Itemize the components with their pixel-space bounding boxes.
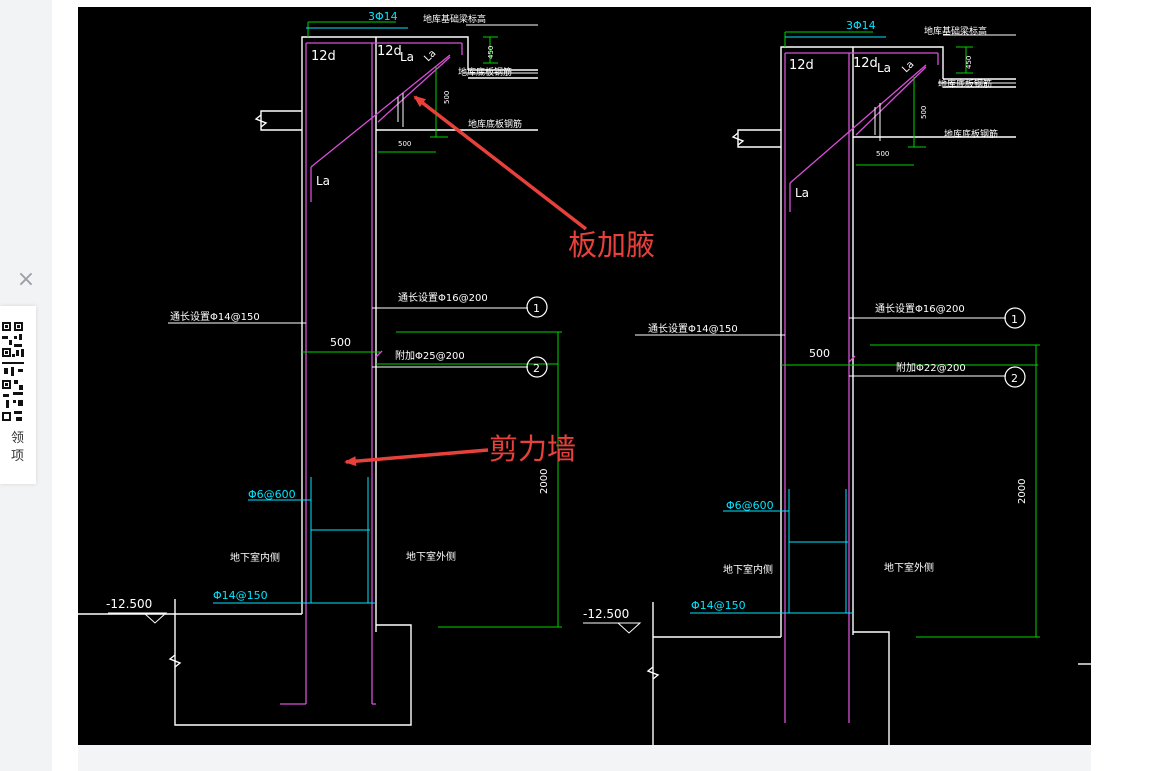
right-callout-circle-1 [1004, 307, 1026, 329]
qr-caption: 领 项 [0, 430, 24, 466]
left-tie-bar: Φ6@600 [248, 488, 296, 501]
shear-wall-label: 剪力墙 [489, 432, 576, 466]
left-bottom-bar: Φ14@150 [213, 589, 268, 602]
right-dim-500-h: 500 [876, 150, 889, 158]
left-la-lower: La [316, 174, 330, 188]
right-outer-bar: 通长设置Φ14@150 [648, 323, 738, 335]
left-la-top: La [400, 50, 414, 64]
right-dim-lines [781, 31, 1040, 638]
left-wall-outline [78, 36, 538, 726]
cad-drawing: 3Φ14 地库基础梁标高 12d 12d La La La 地库底板钢筋 地库底… [78, 7, 1091, 745]
shear-wall-arrow [344, 448, 489, 467]
haunch-label: 板加腋 [568, 228, 655, 262]
right-wall-thk: 500 [809, 347, 830, 360]
right-anchor-12d-b: 12d [853, 56, 878, 71]
left-inner-bar: 通长设置Φ16@200 [398, 292, 488, 304]
left-dim-lines [302, 21, 562, 628]
left-callout-circle-1 [526, 296, 548, 318]
right-top-rebar: 3Φ14 [846, 19, 876, 32]
left-wall-thk: 500 [330, 336, 351, 349]
left-dim-500-v: 500 [443, 91, 451, 104]
right-dim-2000: 2000 [1017, 479, 1028, 504]
left-elevation: -12.500 [106, 597, 152, 611]
left-callout-1: 1 [533, 302, 540, 315]
left-outside: 地下室外侧 [406, 550, 456, 563]
left-callout-circle-2 [526, 356, 548, 378]
close-icon[interactable]: × [16, 267, 36, 292]
left-rebar-lines [280, 42, 463, 705]
right-la-lower: La [795, 186, 809, 200]
bottom-band [78, 745, 1091, 771]
right-elevation: -12.500 [583, 607, 629, 621]
right-note-slab-bottom-2: 地库底板钢筋 [944, 128, 998, 140]
left-inside: 地下室内侧 [230, 551, 280, 564]
right-callout-circle-2 [1004, 366, 1026, 388]
haunch-arrow [413, 95, 588, 231]
right-dim-500-v: 500 [920, 106, 928, 119]
left-dim-2000: 2000 [539, 469, 550, 494]
right-anchor-12d-a: 12d [789, 58, 814, 73]
left-anchor-12d-b: 12d [377, 44, 402, 59]
left-dim-500-h: 500 [398, 140, 411, 148]
right-inner-bar: 通长设置Φ16@200 [875, 303, 965, 315]
right-detail: 3Φ14 地库基础梁标高 12d 12d La La La 地库底板钢筋 地库底… [583, 19, 1091, 745]
right-inside: 地下室内侧 [723, 563, 773, 576]
right-la-top-diag: La [900, 59, 916, 75]
qr-caption-line1: 领 [10, 431, 24, 446]
left-top-rebar: 3Φ14 [368, 10, 398, 23]
right-outside: 地下室外侧 [884, 561, 934, 574]
right-rebar-lines [784, 52, 939, 723]
right-la-top: La [877, 61, 891, 75]
left-top-note: 地库基础梁标高 [423, 13, 486, 25]
right-green-small: 450 [965, 56, 973, 69]
left-note-slab-bottom-2: 地库底板钢筋 [468, 118, 522, 130]
right-cyan-lines [690, 36, 886, 614]
left-green-small: 450 [487, 46, 495, 59]
qr-card[interactable]: 领 项 [0, 306, 36, 484]
left-extra-bar: 附加Φ25@200 [395, 349, 465, 362]
right-callout-1: 1 [1011, 313, 1018, 326]
right-wall-outline [646, 46, 1091, 745]
red-annotations: 板加腋 剪力墙 [344, 95, 655, 467]
right-tie-bar: Φ6@600 [726, 499, 774, 512]
left-anchor-12d-a: 12d [311, 49, 336, 64]
left-cyan-lines [213, 27, 408, 604]
qr-caption-line2: 项 [10, 449, 24, 464]
right-annot-lines [583, 34, 1016, 634]
right-margin [1091, 7, 1163, 771]
left-outer-bar: 通长设置Φ14@150 [170, 311, 260, 323]
left-la-top-diag: La [422, 48, 438, 64]
left-callout-2: 2 [533, 362, 540, 375]
left-note-slab-bottom: 地库底板钢筋 [458, 66, 512, 78]
left-detail: 3Φ14 地库基础梁标高 12d 12d La La La 地库底板钢筋 地库底… [78, 10, 562, 726]
right-callout-2: 2 [1011, 372, 1018, 385]
right-top-note: 地库基础梁标高 [924, 25, 987, 37]
right-extra-bar: 附加Φ22@200 [896, 361, 966, 374]
qr-code-icon [0, 320, 26, 424]
left-annot-lines [108, 24, 538, 624]
right-bottom-bar: Φ14@150 [691, 599, 746, 612]
right-note-slab-bottom: 地库底板钢筋 [938, 78, 992, 90]
